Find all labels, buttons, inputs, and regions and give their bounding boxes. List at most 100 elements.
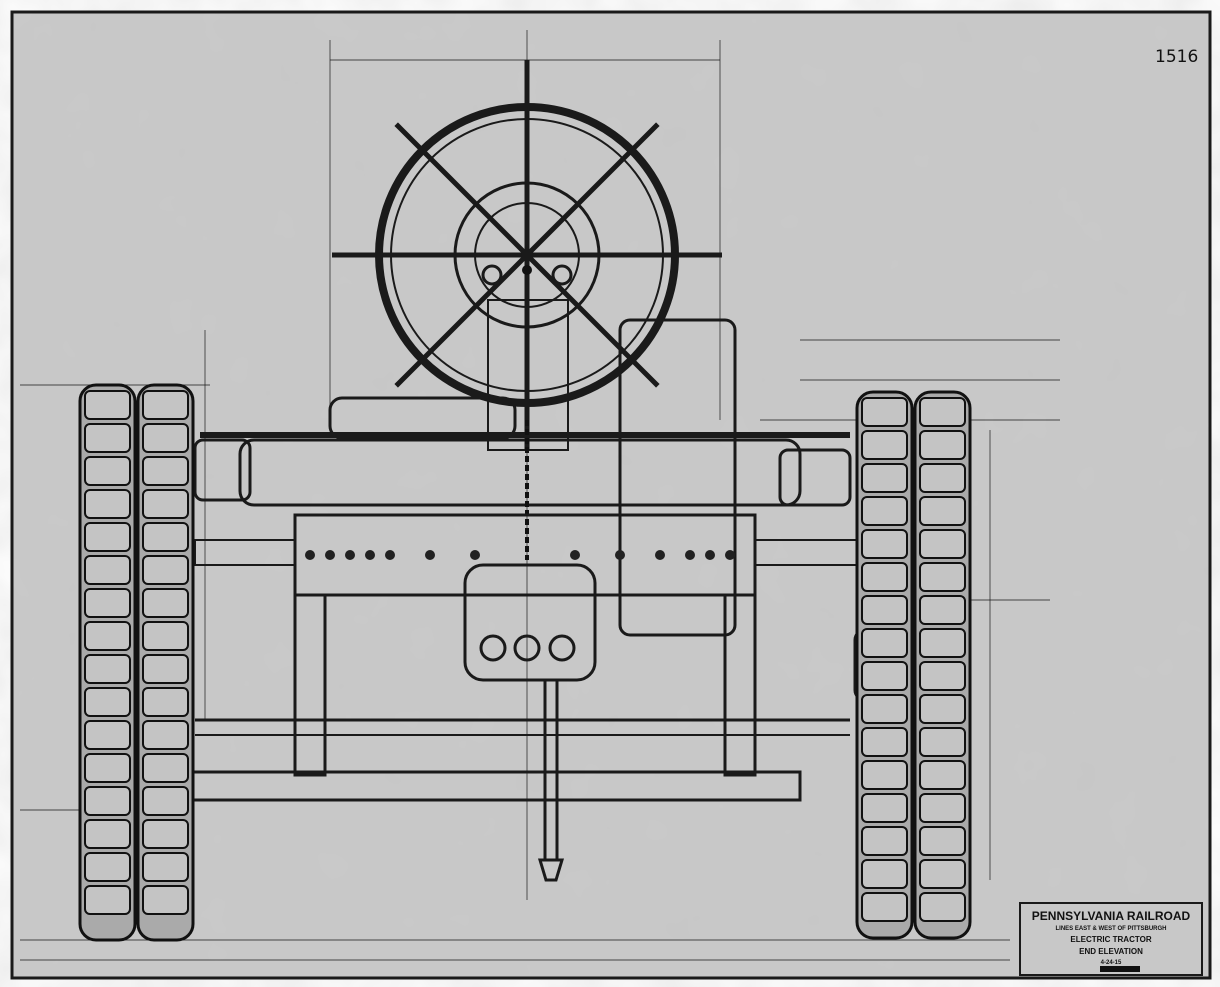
title-company: PENNSYLVANIA RAILROAD: [1032, 909, 1191, 923]
tire-tread-block: [84, 456, 131, 486]
tire-tread-block: [142, 489, 189, 519]
tire-tread-block: [861, 529, 908, 559]
title-view: END ELEVATION: [1079, 947, 1143, 956]
rivet: [570, 550, 580, 560]
tire-tread-block: [861, 793, 908, 823]
motor-drum: [618, 318, 737, 637]
tire-tread-block: [919, 430, 966, 460]
wheels: [78, 383, 972, 942]
rivet: [325, 550, 335, 560]
tire-tread-block: [919, 595, 966, 625]
rivet: [725, 550, 735, 560]
tire-tread-block: [84, 786, 131, 816]
tire-tread-block: [142, 852, 189, 882]
tire-tread-block: [919, 562, 966, 592]
tire-tread-block: [142, 588, 189, 618]
tire-tread-block: [142, 423, 189, 453]
rivet: [615, 550, 625, 560]
title-date: 4-24-15: [1101, 960, 1122, 966]
tire-tread-block: [84, 852, 131, 882]
right-frame-leg: [723, 593, 757, 777]
tire-tread-block: [861, 628, 908, 658]
tire-tread-block: [142, 390, 189, 420]
sheet-number: 1516: [1155, 47, 1198, 67]
tire-tread-block: [142, 885, 189, 915]
wheel-spoke: [525, 253, 660, 388]
tire-tread-block: [861, 430, 908, 460]
tire-tread-block: [919, 892, 966, 922]
tire-tread-block: [861, 694, 908, 724]
wheel-spoke: [394, 253, 529, 388]
tire-tread-block: [919, 760, 966, 790]
tire-tread-block: [84, 621, 131, 651]
tire-tread-block: [84, 819, 131, 849]
tire-tread-block: [861, 463, 908, 493]
rivet: [685, 550, 695, 560]
gear-housing: [463, 563, 597, 682]
tire-tread-block: [861, 397, 908, 427]
tire-tread-block: [142, 654, 189, 684]
right-hub: [778, 448, 852, 507]
tire-tread-block: [919, 727, 966, 757]
sheet-border: [10, 10, 1212, 980]
tire-tread-block: [861, 826, 908, 856]
coupler-hook: [537, 858, 565, 882]
dimension-lines: [20, 30, 1060, 961]
title-subject: ELECTRIC TRACTOR: [1070, 935, 1151, 944]
tire-tread-block: [142, 555, 189, 585]
title-block: PENNSYLVANIA RAILROAD LINES EAST & WEST …: [1019, 902, 1203, 976]
rivet: [345, 550, 355, 560]
tire-tread-block: [861, 727, 908, 757]
tire-tread-block: [861, 496, 908, 526]
tire-tread-block: [142, 456, 189, 486]
tire-tread-block: [84, 687, 131, 717]
tire-tread-block: [84, 423, 131, 453]
tire-tread-block: [84, 588, 131, 618]
tire-tread-block: [919, 529, 966, 559]
tire-tread-block: [919, 694, 966, 724]
tire-tread-block: [84, 885, 131, 915]
steering-wheel: [332, 60, 722, 450]
tire-tread-block: [84, 489, 131, 519]
tire-tread-block: [84, 390, 131, 420]
tire-tread-block: [919, 661, 966, 691]
tire-tread-block: [84, 522, 131, 552]
tire-tread-block: [919, 496, 966, 526]
tire-tread-block: [919, 397, 966, 427]
wheel-spoke: [394, 122, 529, 257]
tire-tread-block: [919, 826, 966, 856]
tire-tread-block: [84, 555, 131, 585]
tire-tread-block: [84, 753, 131, 783]
tire-tread-block: [142, 819, 189, 849]
left-axle: [194, 539, 296, 566]
tire-tread-block: [861, 562, 908, 592]
rivet: [705, 550, 715, 560]
tire-tread-block: [142, 753, 189, 783]
tire-tread-block: [142, 720, 189, 750]
rivets: [305, 550, 735, 560]
tire-tread-block: [919, 793, 966, 823]
rivet: [470, 550, 480, 560]
title-lines: LINES EAST & WEST OF PITTSBURGH: [1055, 926, 1166, 932]
tire-tread-block: [861, 859, 908, 889]
tire-tread-block: [84, 720, 131, 750]
tire-tread-block: [84, 654, 131, 684]
tire-tread-block: [142, 786, 189, 816]
tire-tread-block: [861, 661, 908, 691]
rivet: [655, 550, 665, 560]
axle-housing: [238, 438, 802, 507]
left-hub: [193, 438, 252, 502]
rivet: [385, 550, 395, 560]
rivet: [305, 550, 315, 560]
tire-tread-block: [142, 522, 189, 552]
tire-tread-block: [919, 859, 966, 889]
tire-tread-block: [861, 760, 908, 790]
rivet: [365, 550, 375, 560]
left-frame-leg: [293, 593, 327, 777]
rivet: [425, 550, 435, 560]
tire-tread-block: [919, 628, 966, 658]
tire-tread-block: [142, 687, 189, 717]
tire-tread-block: [142, 621, 189, 651]
